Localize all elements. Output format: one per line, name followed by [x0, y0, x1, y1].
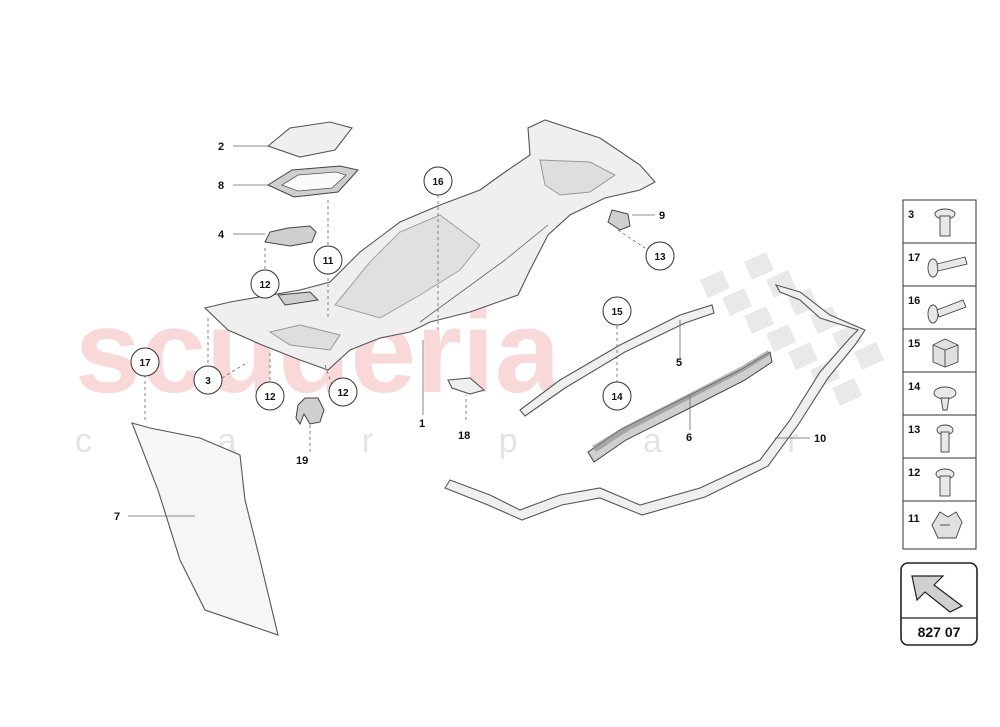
seal-strip-part[interactable] [519, 304, 715, 417]
part-label-6: 6 [686, 432, 692, 444]
svg-text:17: 17 [139, 358, 151, 369]
part-label-19: 19 [296, 455, 308, 467]
svg-text:13: 13 [654, 252, 666, 263]
callout-3[interactable]: 3 [193, 365, 223, 395]
main-trim-panel[interactable] [203, 119, 656, 371]
svg-text:11: 11 [908, 513, 920, 525]
part-label-1: 1 [419, 418, 425, 430]
svg-text:12: 12 [264, 392, 276, 403]
svg-text:15: 15 [611, 307, 623, 318]
legend-row[interactable]: 16 [902, 285, 977, 330]
svg-text:15: 15 [908, 338, 920, 350]
legend-row[interactable]: 3 [902, 199, 977, 244]
sound-mat-part[interactable] [131, 422, 279, 636]
part-label-9: 9 [659, 210, 665, 222]
svg-text:13: 13 [908, 424, 920, 436]
small-bracket-part[interactable] [447, 377, 486, 395]
svg-text:12: 12 [908, 467, 920, 479]
svg-text:16: 16 [908, 295, 920, 307]
callout-11[interactable]: 11 [313, 245, 343, 275]
clip-square-icon [932, 338, 959, 368]
bolt-short-icon [934, 208, 956, 237]
rivet-icon [933, 386, 957, 411]
legend-row[interactable]: 11 [902, 500, 977, 550]
part-label-5: 5 [676, 357, 682, 369]
long-seal-part[interactable] [444, 284, 866, 521]
callout-12-left[interactable]: 12 [255, 381, 285, 411]
legend-row[interactable]: 12 [902, 457, 977, 502]
clamp-part[interactable] [295, 397, 325, 426]
hinge-part[interactable] [264, 225, 317, 247]
part-label-8: 8 [218, 180, 224, 192]
callout-12-hinge[interactable]: 12 [250, 269, 280, 299]
fastener-legend: 3 17 16 15 [902, 199, 977, 550]
channel-part[interactable] [587, 350, 773, 463]
legend-row[interactable]: 15 [902, 328, 977, 373]
callout-16[interactable]: 16 [423, 166, 453, 196]
bracket-part[interactable] [607, 209, 631, 231]
svg-text:3: 3 [908, 209, 914, 221]
svg-text:12: 12 [259, 280, 271, 291]
part-label-2: 2 [218, 141, 224, 153]
bolt-long-icon [927, 299, 967, 324]
callout-13[interactable]: 13 [645, 241, 675, 271]
part-label-7: 7 [114, 511, 120, 523]
svg-text:17: 17 [908, 252, 920, 264]
callout-17[interactable]: 17 [130, 347, 160, 377]
svg-text:14: 14 [611, 392, 623, 403]
svg-text:3: 3 [205, 376, 211, 387]
bolt-flange-icon [936, 424, 954, 453]
callouts: 16 11 12 13 15 14 17 3 [130, 166, 675, 411]
legend-row[interactable]: 14 [902, 371, 977, 416]
leader-lines [128, 145, 810, 517]
gasket-frame-part[interactable] [266, 165, 359, 198]
svg-text:16: 16 [432, 177, 444, 188]
clip-spring-icon [931, 511, 963, 539]
part-label-18: 18 [458, 430, 470, 442]
legend-row[interactable]: 17 [902, 242, 977, 287]
legend-row[interactable]: 13 [902, 414, 977, 459]
orientation-arrow-icon [911, 575, 964, 613]
svg-text:12: 12 [337, 388, 349, 399]
reference-box: 827 07 [900, 562, 978, 646]
pad-part[interactable] [266, 121, 353, 158]
part-label-4: 4 [218, 229, 225, 241]
part-label-10: 10 [814, 433, 826, 445]
callout-12-right[interactable]: 12 [328, 377, 358, 407]
watermark: scuderia c a r p a r t s [75, 252, 1000, 460]
svg-text:14: 14 [908, 381, 921, 393]
callout-14[interactable]: 14 [602, 381, 632, 411]
part-labels: 2 8 4 9 5 6 10 1 18 19 7 [114, 141, 826, 523]
bolt-long-icon [927, 256, 968, 278]
callout-15[interactable]: 15 [602, 296, 632, 326]
svg-text:11: 11 [323, 256, 334, 267]
reference-code: 827 07 [918, 624, 961, 640]
bolt-short-icon [935, 468, 955, 497]
